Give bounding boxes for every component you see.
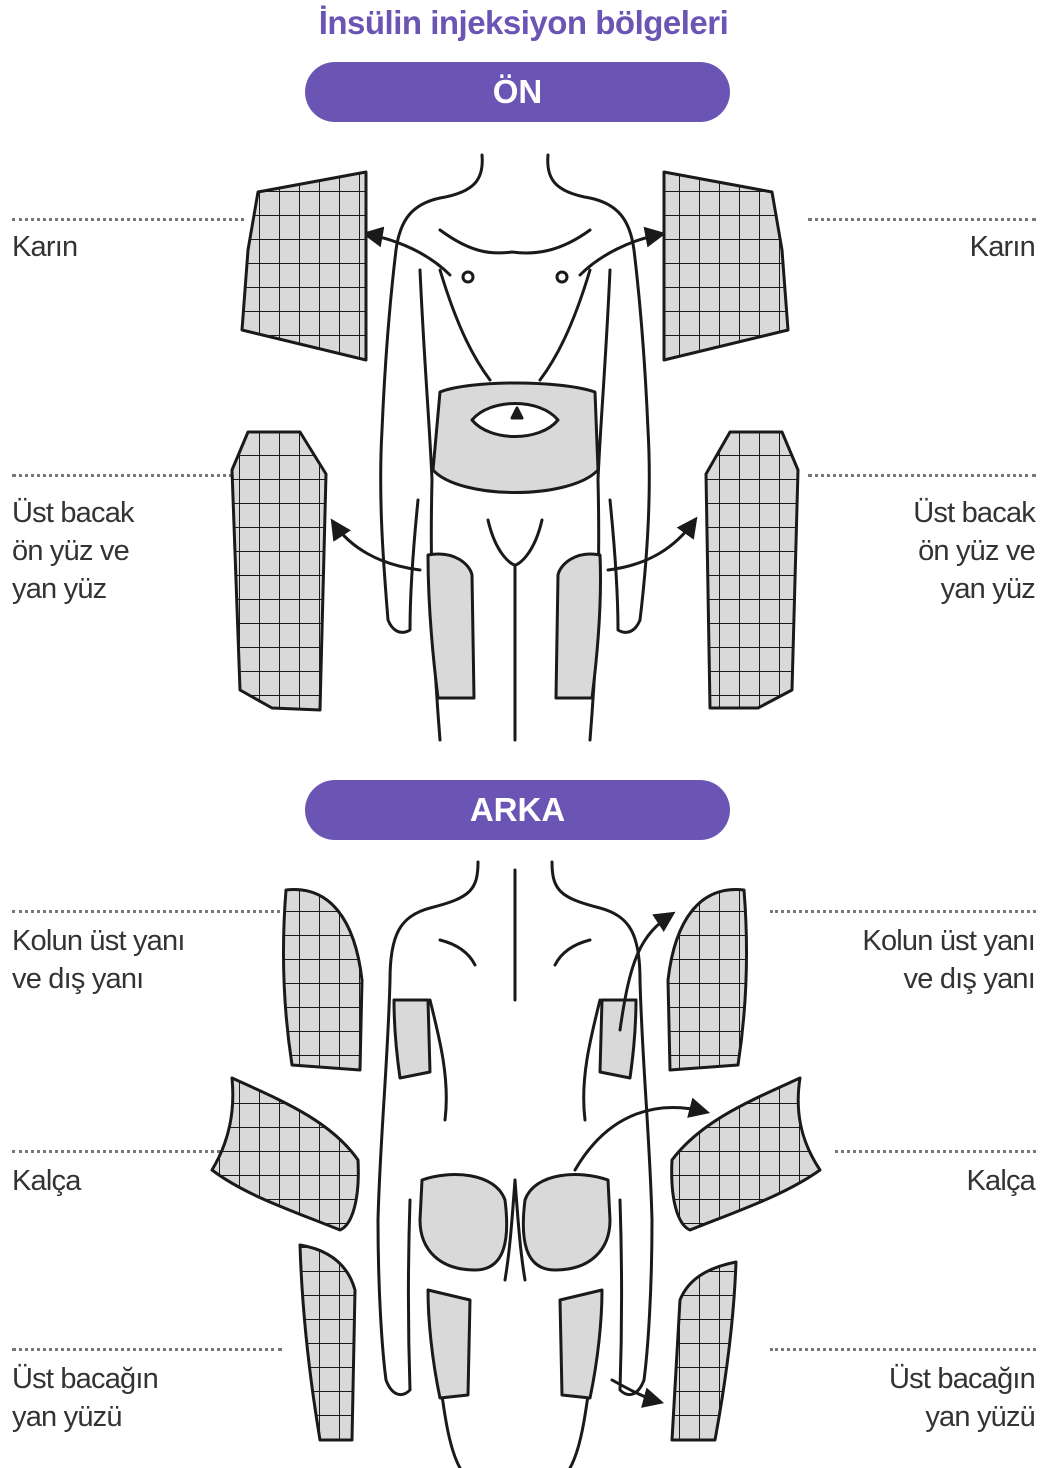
arm-panel-right: [668, 890, 746, 1070]
leg-panel-right: [672, 1262, 736, 1440]
back-hip-zone-left: [420, 1175, 507, 1270]
back-leg-zone-left: [428, 1290, 470, 1398]
navel-outline: [472, 404, 558, 437]
thigh-panel-left: [232, 432, 326, 710]
back-leg-zone-right: [560, 1290, 602, 1398]
back-body-outline: [378, 862, 652, 1468]
abdomen-panel-left: [242, 172, 366, 360]
leg-panel-left: [300, 1245, 355, 1440]
thigh-panel-right: [706, 432, 798, 708]
front-thigh-zone-left: [428, 554, 474, 698]
hip-panel-right: [672, 1078, 820, 1230]
back-arm-zone-left: [394, 1000, 430, 1078]
back-hip-zone-right: [523, 1175, 610, 1270]
abdomen-panel-right: [664, 172, 788, 360]
hip-panel-left: [212, 1078, 358, 1230]
arm-panel-left: [284, 890, 362, 1070]
front-thigh-zone-right: [556, 554, 601, 698]
back-arm-zone-right: [600, 1000, 636, 1078]
